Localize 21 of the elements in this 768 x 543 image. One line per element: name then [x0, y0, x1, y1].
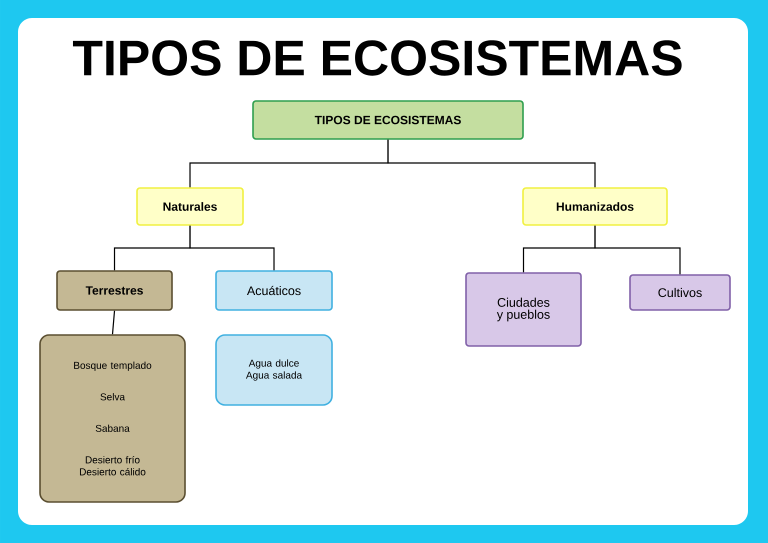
- list-box: [215, 334, 333, 406]
- category-box: Cultivos: [629, 274, 731, 311]
- connector-line: [594, 226, 681, 274]
- category-box: Humanizados: [522, 187, 668, 226]
- list-item: Agua salada: [246, 371, 302, 381]
- connector-line: [189, 226, 275, 270]
- list-item: Agua dulce: [248, 359, 299, 369]
- connector-line: [112, 310, 116, 334]
- list-item: Selva: [100, 393, 126, 400]
- list-item: Sabana: [96, 424, 130, 432]
- category-box: Ciudades y pueblos: [465, 272, 582, 347]
- category-box: Terrestres: [56, 270, 173, 311]
- list-box: [39, 334, 186, 503]
- list-item: Desierto cálido: [80, 468, 146, 476]
- category-box: Acuáticos: [215, 270, 333, 311]
- list-item: Bosque templado: [74, 362, 152, 371]
- title: TIPOS DE ECOSISTEMAS: [72, 40, 682, 76]
- connector-line: [387, 140, 596, 188]
- category-box: Naturales: [136, 187, 244, 226]
- list-item: Desierto frío: [86, 456, 140, 464]
- category-box: TIPOS DE ECOSISTEMAS: [252, 100, 524, 140]
